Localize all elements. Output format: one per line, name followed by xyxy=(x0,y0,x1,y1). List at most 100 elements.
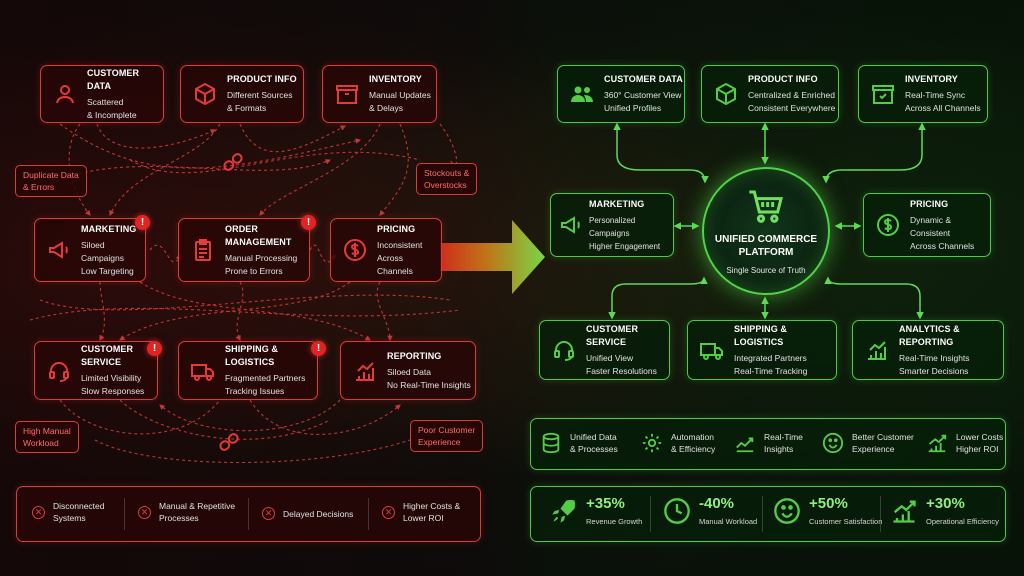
package-icon xyxy=(871,82,895,106)
card-line: Manual Processing xyxy=(225,252,298,263)
benefit-line: Experience xyxy=(852,444,895,454)
issue-line: Overstocks xyxy=(424,180,467,190)
problem-line: Processes xyxy=(159,513,199,523)
card-title: PRICING xyxy=(910,198,949,209)
problem-line: Delayed Decisions xyxy=(283,508,354,519)
users-icon xyxy=(570,82,594,106)
card-title: CUSTOMER DATA xyxy=(87,67,140,91)
card-line: Prone to Errors xyxy=(225,265,283,276)
smile-icon xyxy=(774,498,800,524)
megaphone-icon xyxy=(559,213,583,237)
card-line: Real-Time Tracking xyxy=(734,365,808,376)
card-title: INVENTORY xyxy=(905,74,958,84)
stat-label: Customer Satisfaction xyxy=(809,517,883,526)
divider xyxy=(248,498,249,530)
card-title: PRODUCT INFO xyxy=(748,74,818,84)
card-line: Fragmented Partners xyxy=(225,373,306,383)
issue-line: Workload xyxy=(23,438,59,448)
benefit-line: Higher ROI xyxy=(956,444,999,454)
benefit-line: & Efficiency xyxy=(671,444,716,454)
trend-icon xyxy=(736,437,754,453)
card-title: SHIPPING & LOGISTICS xyxy=(225,344,279,367)
issue-label: Duplicate Data& Errors xyxy=(15,165,87,197)
divider xyxy=(762,496,763,532)
issue-line: & Errors xyxy=(23,182,55,192)
bar-chart-icon xyxy=(353,359,377,383)
card-line: Different Sources xyxy=(227,90,293,100)
card-line: & Delays xyxy=(369,103,404,113)
benefit-line: Automation xyxy=(671,432,714,442)
problem-item: ✕ Higher Costs & Lower ROI xyxy=(382,500,460,524)
clipboard-icon xyxy=(191,238,215,262)
package-icon xyxy=(335,82,359,106)
issue-label: Stockouts & Overstocks xyxy=(416,163,478,195)
stats-panel xyxy=(530,486,1006,542)
card-title: PRICING xyxy=(377,223,416,234)
benefit-line: Real-Time xyxy=(764,432,803,442)
stat-value: +50% xyxy=(809,495,848,512)
card-line: Personalized Campaigns xyxy=(589,215,636,238)
card-line: Real-Time Insights xyxy=(899,352,970,363)
cart-icon xyxy=(749,190,783,223)
database-icon xyxy=(542,432,560,454)
box-icon xyxy=(714,82,738,106)
stat-operational-efficiency: +30%Operational Efficiency xyxy=(890,496,999,526)
bar-chart-icon xyxy=(865,338,889,362)
growth-icon xyxy=(893,500,916,523)
dollar-icon xyxy=(343,238,367,262)
benefit-item: Unified Data& Processes xyxy=(540,431,618,455)
stat-manual-workload: -40%Manual Workload xyxy=(663,496,757,526)
card-line: Real-Time Sync xyxy=(905,90,966,100)
benefit-line: & Processes xyxy=(570,444,618,454)
x-circle-icon: ✕ xyxy=(262,507,275,520)
card-line: 360° Customer View xyxy=(604,90,682,100)
card-line: Inconsistent xyxy=(377,239,423,250)
card-title: ANALYTICS & REPORTING xyxy=(899,323,960,347)
problem-line: Higher Costs & xyxy=(403,501,461,511)
card-line: Across Channels xyxy=(377,252,413,276)
gear-icon xyxy=(642,433,662,453)
stat-value: +30% xyxy=(926,495,965,512)
hub-title-line: UNIFIED COMMERCE xyxy=(714,234,818,245)
issue-line: Stockouts & xyxy=(424,168,470,178)
problems-panel xyxy=(16,486,481,542)
x-circle-icon: ✕ xyxy=(32,505,45,519)
card-title: PRODUCT INFO xyxy=(227,74,297,84)
problem-line: Manual & Repetitive xyxy=(159,501,236,511)
card-title: SHIPPING & LOGISTICS xyxy=(734,323,788,347)
alert-badge: ! xyxy=(147,341,162,356)
card-title: CUSTOMER SERVICE xyxy=(586,323,639,347)
benefits-panel xyxy=(530,418,1006,470)
card-title: INVENTORY xyxy=(369,74,422,84)
headset-icon xyxy=(552,338,576,362)
stat-value: -40% xyxy=(699,495,735,512)
card-title: MARKETING xyxy=(589,198,645,209)
clock-icon xyxy=(664,498,690,524)
card-line: Siloed Campaigns xyxy=(81,239,124,263)
card-line: Scattered xyxy=(87,96,124,107)
card-line: & Formats xyxy=(227,103,267,113)
x-circle-icon: ✕ xyxy=(382,505,395,519)
stat-revenue-growth: +35%Revenue Growth xyxy=(550,496,642,526)
issue-line: High Manual xyxy=(23,426,71,436)
smile-icon xyxy=(822,432,844,454)
divider xyxy=(368,498,369,530)
card-line: Consistent Everywhere xyxy=(748,103,836,113)
problem-line: Lower ROI xyxy=(403,513,444,523)
